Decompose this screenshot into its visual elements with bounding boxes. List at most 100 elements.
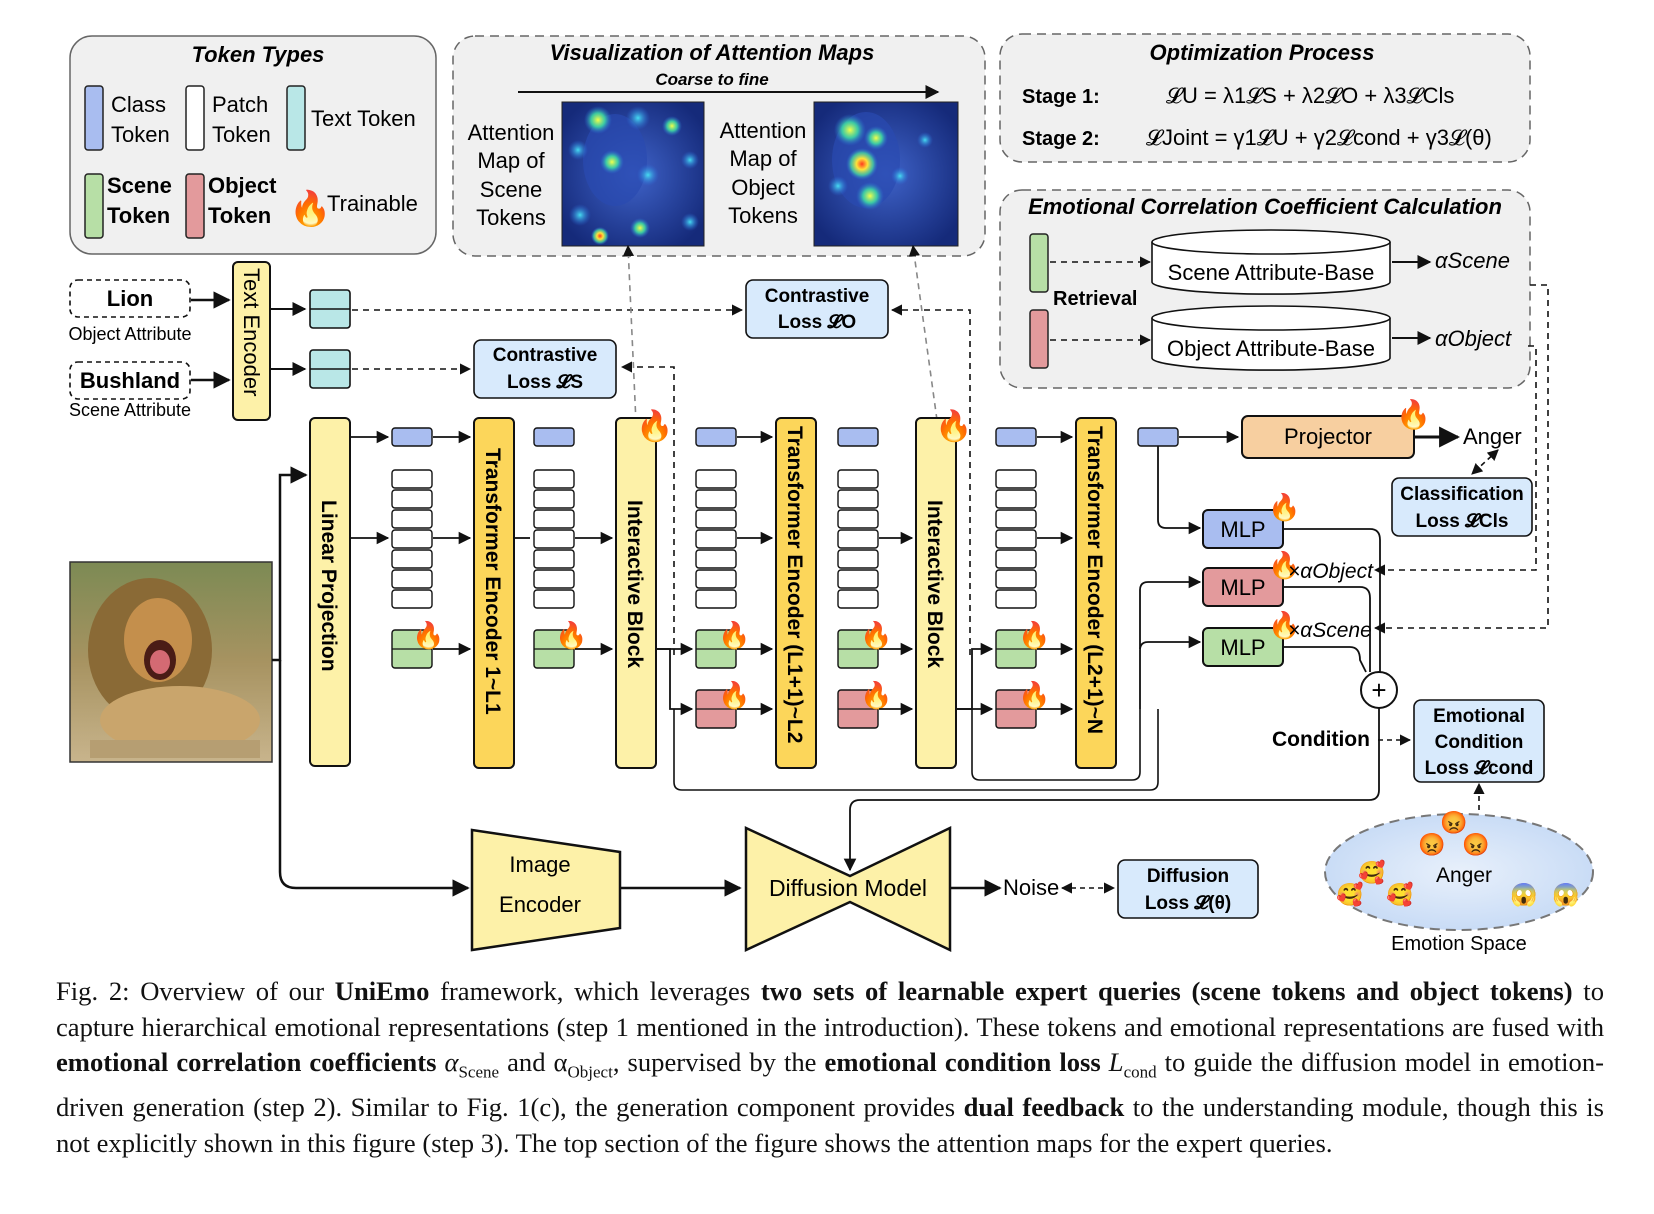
correlation-title: Emotional Correlation Coefficient Calcul… xyxy=(1028,194,1502,219)
transformer-encoder-1: Transformer Encoder 1~L1 xyxy=(473,417,515,769)
cozy-emoji-icon: 🥰 xyxy=(1386,881,1413,907)
flame-icon: 🔥 xyxy=(860,680,892,710)
diffusion-loss: Diffusion Loss 𝓛(θ) xyxy=(1117,859,1259,919)
svg-text:Text Encoder: Text Encoder xyxy=(239,268,264,396)
object-attention-label: Attention Map of Object Tokens xyxy=(720,118,807,228)
svg-text:Token: Token xyxy=(111,122,170,147)
token-column-2: 🔥 xyxy=(533,427,587,669)
linear-projection: Linear Projection xyxy=(309,417,351,767)
coarse-to-fine-label: Coarse to fine xyxy=(655,70,768,89)
svg-text:MLP: MLP xyxy=(1220,635,1265,660)
optimization-title: Optimization Process xyxy=(1150,40,1375,65)
image-encoder: Image Encoder xyxy=(470,828,622,952)
projector: Projector 🔥 xyxy=(1241,398,1431,459)
svg-text:Transformer Encoder 1~L1: Transformer Encoder 1~L1 xyxy=(481,448,504,715)
text-token-lion xyxy=(309,289,351,329)
svg-text:Patch: Patch xyxy=(212,92,268,117)
text-token-bushland xyxy=(309,349,351,389)
svg-text:Contrastive: Contrastive xyxy=(765,286,870,307)
patch-token-legend: Patch Token xyxy=(185,85,271,151)
cozy-emoji-icon: 🥰 xyxy=(1358,859,1385,885)
svg-text:Bushland: Bushland xyxy=(80,368,180,393)
flame-icon: 🔥 xyxy=(636,408,673,443)
svg-text:Loss 𝓛S: Loss 𝓛S xyxy=(507,372,583,393)
mlp-object: MLP 🔥 xyxy=(1202,550,1300,607)
svg-text:Object Attribute: Object Attribute xyxy=(68,324,191,344)
svg-text:Linear Projection: Linear Projection xyxy=(317,500,340,672)
trainable-legend: 🔥 Trainable xyxy=(289,189,418,228)
flame-icon: 🔥 xyxy=(1268,550,1300,580)
mlp-class: MLP 🔥 xyxy=(1202,492,1300,549)
svg-text:Classification: Classification xyxy=(1400,484,1524,505)
times-alpha-object: ×αObject xyxy=(1288,560,1374,583)
svg-text:Loss 𝓛O: Loss 𝓛O xyxy=(778,312,856,333)
emotion-space-label: Emotion Space xyxy=(1391,933,1527,955)
final-class-token xyxy=(1137,427,1179,447)
svg-text:Diffusion: Diffusion xyxy=(1147,866,1229,887)
svg-text:Condition: Condition xyxy=(1435,732,1524,753)
token-types-panel: Token Types Class Token Patch Token Text… xyxy=(69,35,437,255)
token-column-4: 🔥 🔥 xyxy=(837,427,892,729)
object-token-legend: Object Token xyxy=(185,173,277,239)
flame-icon: 🔥 xyxy=(555,620,587,650)
flame-icon: 🔥 xyxy=(1268,492,1300,522)
diffusion-model: Diffusion Model xyxy=(744,826,952,952)
figure-caption: Fig. 2: Overview of our UniEmo framework… xyxy=(56,976,1604,1159)
svg-text:Attention: Attention xyxy=(468,120,555,145)
noise-label: Noise xyxy=(1003,875,1059,900)
text-encoder: Text Encoder xyxy=(232,261,271,421)
svg-text:Token: Token xyxy=(212,122,271,147)
svg-text:Tokens: Tokens xyxy=(476,205,546,230)
flame-icon: 🔥 xyxy=(1268,610,1300,640)
contrastive-loss-o: Contrastive Loss 𝓛O xyxy=(745,279,889,339)
svg-text:Encoder: Encoder xyxy=(499,892,581,917)
svg-text:Attention: Attention xyxy=(720,118,807,143)
interactive-block-1: Interactive Block 🔥 xyxy=(615,408,673,769)
svg-text:Scene Attribute-Base: Scene Attribute-Base xyxy=(1168,260,1375,285)
angry-emoji-icon: 😡 xyxy=(1462,832,1489,857)
fear-emoji-icon: 😱 xyxy=(1510,882,1537,908)
cozy-emoji-icon: 🥰 xyxy=(1336,881,1363,907)
svg-text:Scene Attribute: Scene Attribute xyxy=(69,400,191,420)
token-column-5: 🔥 🔥 xyxy=(995,427,1050,729)
svg-text:Object: Object xyxy=(731,175,795,200)
svg-text:Object Attribute-Base: Object Attribute-Base xyxy=(1167,336,1375,361)
text-token-legend: Text Token xyxy=(286,85,416,151)
object-attention-map-image xyxy=(813,101,959,247)
svg-text:+: + xyxy=(1371,675,1386,705)
svg-text:Image: Image xyxy=(509,852,570,877)
flame-icon: 🔥 xyxy=(289,189,331,228)
svg-text:Tokens: Tokens xyxy=(728,203,798,228)
svg-text:MLP: MLP xyxy=(1220,517,1265,542)
token-types-title: Token Types xyxy=(192,42,325,67)
svg-text:Projector: Projector xyxy=(1284,424,1372,449)
svg-text:Trainable: Trainable xyxy=(327,191,418,216)
class-token-legend: Class Token xyxy=(84,85,170,151)
flame-icon: 🔥 xyxy=(860,620,892,650)
svg-text:Map of: Map of xyxy=(477,148,545,173)
alpha-scene: αScene xyxy=(1435,248,1510,273)
svg-text:Contrastive: Contrastive xyxy=(493,345,598,366)
correlation-panel: Emotional Correlation Coefficient Calcul… xyxy=(999,189,1531,389)
anger-output: Anger xyxy=(1463,424,1522,449)
svg-text:Text Token: Text Token xyxy=(311,106,416,131)
input-lion-image xyxy=(69,561,273,763)
attention-maps-title: Visualization of Attention Maps xyxy=(550,40,875,65)
svg-text:Transformer Encoder (L2+1)~N: Transformer Encoder (L2+1)~N xyxy=(1083,426,1106,734)
svg-text:Transformer Encoder (L1+1)~L2: Transformer Encoder (L1+1)~L2 xyxy=(783,426,806,743)
contrastive-loss-s: Contrastive Loss 𝓛S xyxy=(473,339,617,399)
svg-text:Scene: Scene xyxy=(107,173,172,198)
condition-label: Condition xyxy=(1272,728,1370,751)
object-attribute-base: Object Attribute-Base xyxy=(1151,305,1391,371)
scene-token-legend: Scene Token xyxy=(84,173,172,239)
scene-attention-label: Attention Map of Scene Tokens xyxy=(468,120,555,230)
emotional-condition-loss: Emotional Condition Loss 𝓛cond xyxy=(1413,699,1545,783)
flame-icon: 🔥 xyxy=(1396,398,1431,431)
bushland-input: Bushland Scene Attribute xyxy=(69,361,191,420)
stage2-label: Stage 2: xyxy=(1022,128,1100,150)
flame-icon: 🔥 xyxy=(718,680,750,710)
svg-text:Emotional: Emotional xyxy=(1433,706,1525,727)
svg-text:Token: Token xyxy=(208,203,271,228)
retrieval-object-token xyxy=(1029,309,1049,369)
flame-icon: 🔥 xyxy=(1018,620,1050,650)
